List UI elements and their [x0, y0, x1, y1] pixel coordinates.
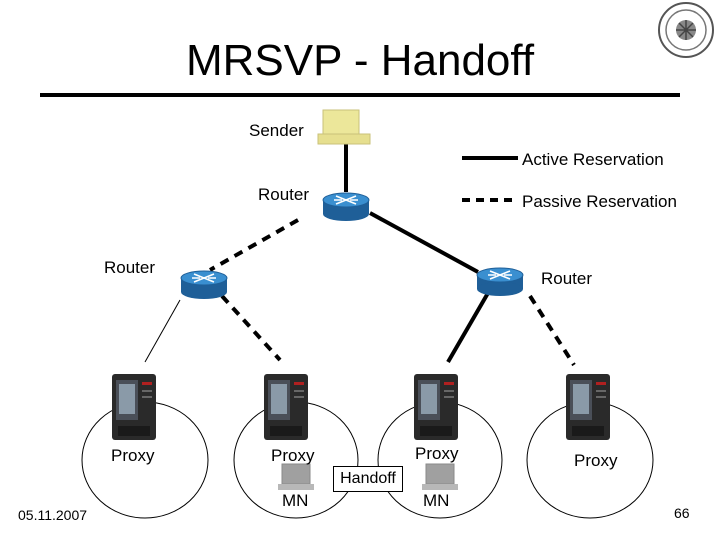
proxy-server-4-icon — [566, 374, 610, 440]
sender-label: Sender — [249, 121, 304, 140]
proxy-3-label: Proxy — [415, 444, 459, 463]
proxy-server-1-icon — [112, 374, 156, 440]
mobile-node-1-icon — [277, 463, 315, 491]
proxy-1-label: Proxy — [111, 446, 155, 465]
handoff-box: Handoff — [333, 466, 403, 492]
legend-passive-label: Passive Reservation — [522, 192, 677, 211]
router-top-icon — [322, 192, 370, 222]
router-top-label: Router — [258, 185, 310, 204]
mn-1-label: MN — [282, 491, 309, 510]
link-router-right-proxy3-active — [446, 291, 490, 364]
link-router-left-proxy1 — [144, 299, 181, 363]
proxy-server-2-icon — [264, 374, 308, 440]
mn-2-label: MN — [423, 491, 450, 510]
router-right-icon — [476, 267, 524, 297]
link-router-router-left-passive — [209, 218, 299, 272]
mobile-node-2-icon — [421, 463, 459, 491]
router-right-label: Router — [541, 269, 593, 288]
legend-active-label: Active Reservation — [522, 150, 664, 169]
proxy-2-label: Proxy — [271, 446, 315, 465]
page-number: 66 — [674, 505, 690, 521]
sender-computer-icon — [317, 109, 371, 145]
proxy-server-3-icon — [414, 374, 458, 440]
link-router-router-right-active — [369, 211, 479, 274]
link-router-left-proxy2-passive — [220, 294, 282, 362]
university-logo — [658, 2, 714, 58]
link-router-right-proxy4-passive — [528, 294, 576, 367]
router-left-icon — [180, 270, 228, 300]
slide-date: 05.11.2007 — [18, 507, 88, 523]
router-left-label: Router — [104, 258, 156, 277]
proxy-4-label: Proxy — [574, 451, 618, 470]
slide-title: MRSVP - Handoff — [185, 36, 535, 85]
title-underline — [40, 93, 680, 97]
